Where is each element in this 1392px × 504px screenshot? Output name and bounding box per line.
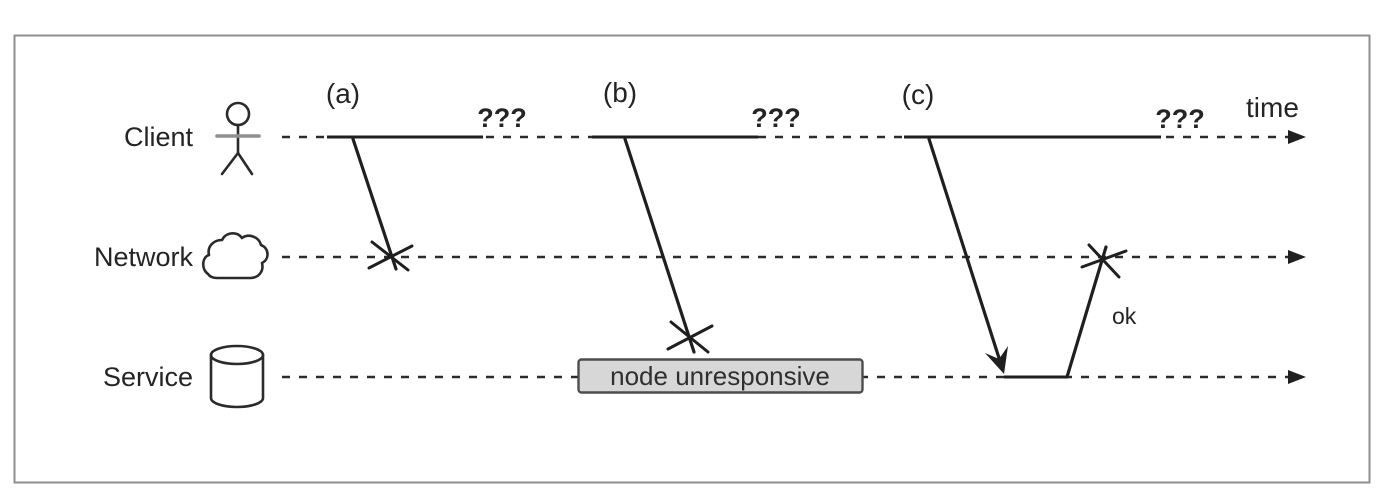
node-unresponsive-box <box>577 358 864 394</box>
node-unresponsive-label: node unresponsive <box>610 361 830 391</box>
row-label-service: Service <box>103 362 193 392</box>
message-lost-x-a <box>367 240 414 272</box>
scenario-label-b: (b) <box>603 77 637 108</box>
question-marks-c: ??? <box>1155 104 1204 134</box>
scenario-label-a: (a) <box>326 78 360 109</box>
cloud-icon <box>201 232 269 280</box>
message-arrow-a <box>351 137 398 271</box>
row-label-network: Network <box>94 242 194 272</box>
timeline-network-arrowhead-icon <box>1288 250 1306 264</box>
database-icon <box>209 344 265 409</box>
question-marks-b: ??? <box>751 103 800 133</box>
row-label-client: Client <box>124 122 194 152</box>
ok-label: ok <box>1112 303 1137 329</box>
message-arrow-c <box>927 137 1001 360</box>
question-marks-a: ??? <box>477 103 526 133</box>
timeline-service-arrowhead-icon <box>1288 370 1306 384</box>
scenario-label-c: (c) <box>902 79 935 110</box>
message-arrowhead-c-icon <box>985 346 1008 374</box>
time-label: time <box>1246 92 1299 123</box>
person-icon <box>215 101 261 176</box>
response-arrow-c <box>1065 245 1108 379</box>
message-lost-x-b <box>666 320 714 354</box>
timeline-client-arrowhead-icon <box>1288 130 1306 144</box>
message-arrow-b <box>623 137 696 354</box>
response-lost-x-c <box>1080 243 1128 279</box>
